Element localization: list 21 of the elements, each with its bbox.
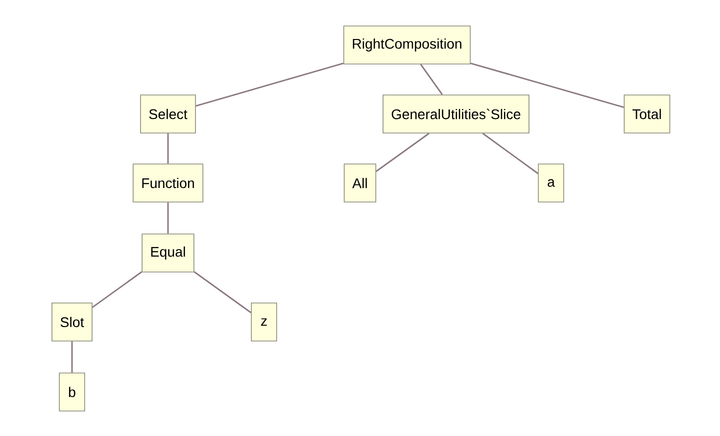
tree-node-box: Equal: [142, 234, 194, 272]
tree-node-box: Select: [140, 94, 196, 134]
tree-edge: [167, 133, 169, 164]
tree-node-box: b: [58, 372, 86, 412]
tree-edge: [194, 271, 252, 314]
tree-edge: [470, 62, 624, 108]
tree-node-box: GeneralUtilities`Slice: [382, 94, 530, 134]
tree-edge: [92, 271, 142, 308]
tree-edge: [167, 202, 169, 234]
tree-node-box: Total: [624, 94, 670, 134]
tree-edge: [376, 132, 430, 172]
tree-edge: [420, 64, 443, 96]
tree-edge: [482, 132, 538, 174]
tree-node-box: a: [538, 164, 564, 202]
tree-node-box: z: [250, 302, 278, 342]
tree-node-box: Slot: [52, 302, 92, 342]
tree-node-box: All: [344, 164, 376, 202]
tree-edge: [71, 341, 73, 373]
tree-edge: [196, 62, 344, 107]
tree-node-box: RightComposition: [343, 26, 471, 64]
tree-node-box: Function: [132, 164, 204, 202]
